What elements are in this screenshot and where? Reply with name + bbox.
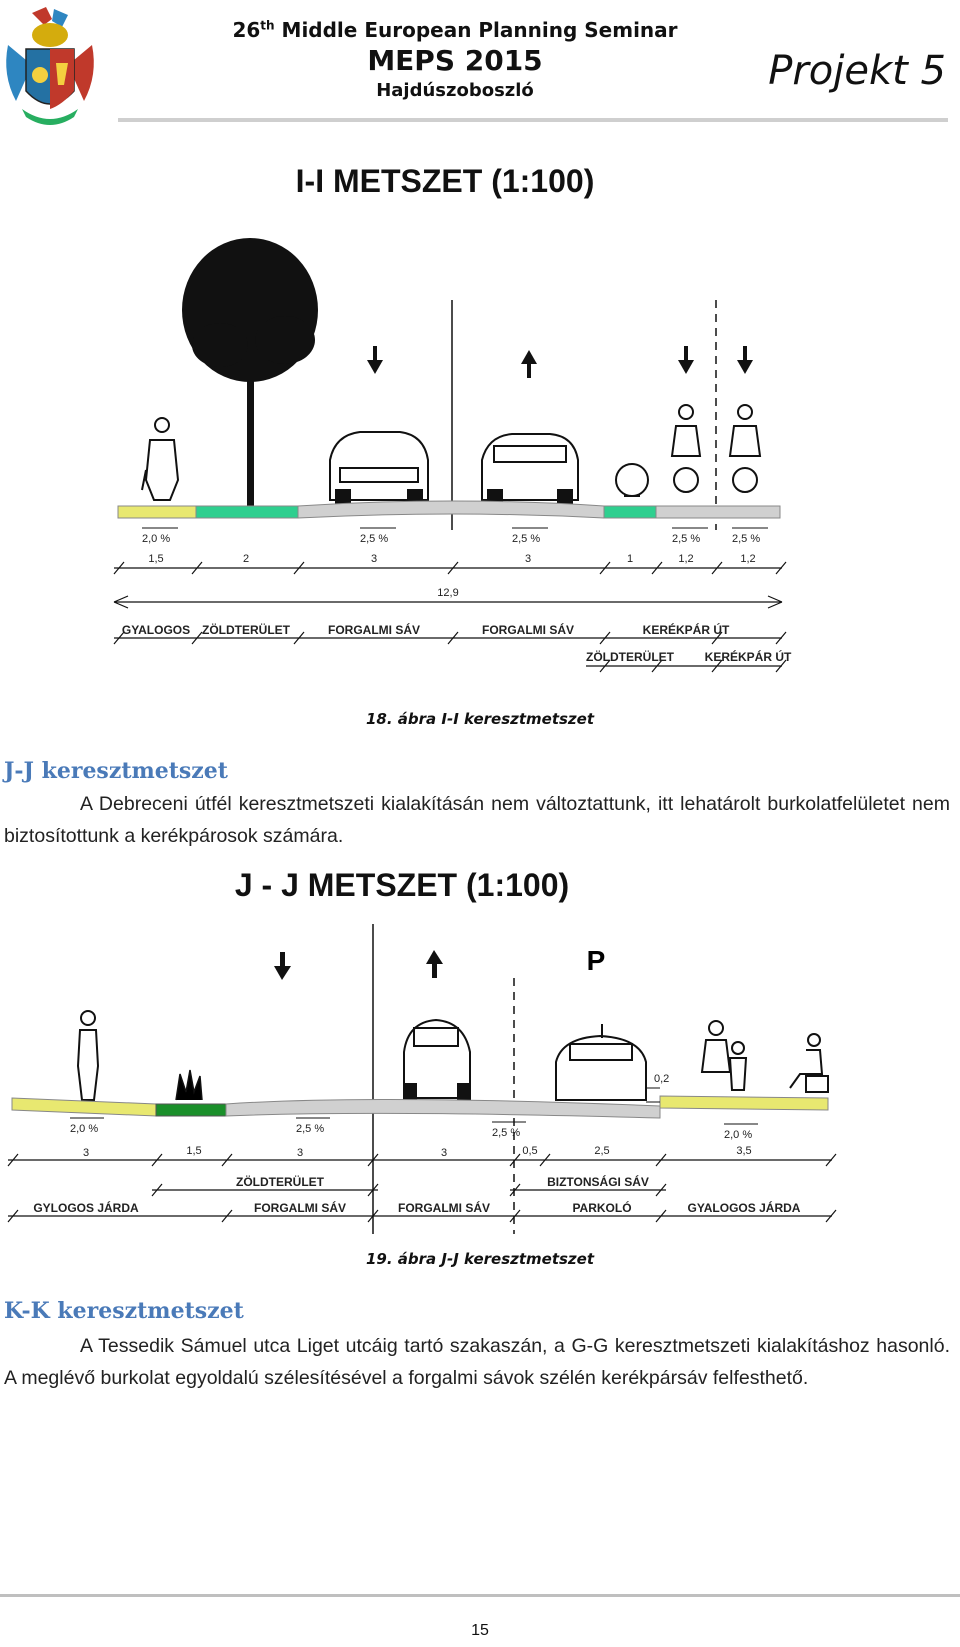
lane-label: FORGALMI SÁV — [482, 622, 574, 637]
width-label: 3 — [83, 1147, 89, 1159]
lane-label: ZÖLDTERÜLET — [202, 622, 291, 637]
people-icon — [700, 1020, 748, 1091]
width-label: 3 — [297, 1147, 303, 1159]
width-label: 0,5 — [522, 1145, 537, 1157]
arrow-up-icon — [521, 350, 537, 378]
width-label: 2 — [243, 553, 249, 565]
car-rear-icon — [481, 433, 579, 505]
arrow-down-icon — [678, 346, 694, 374]
shrub-icon — [615, 463, 649, 497]
width-label: 1 — [627, 553, 633, 565]
tree-icon — [182, 238, 318, 508]
slope-label: 2,5 % — [672, 533, 700, 545]
slope-label: 2,5 % — [512, 533, 540, 545]
car-front-icon — [329, 431, 429, 505]
coat-of-arms-logo — [2, 5, 98, 129]
seminar-title: 26th Middle European Planning Seminar — [232, 18, 678, 42]
sidewalk-strip — [659, 1095, 829, 1111]
width-label: 3 — [525, 553, 531, 565]
lane-label: GYALOGOS — [122, 623, 190, 637]
arrow-up-icon — [426, 950, 443, 978]
page-number: 15 — [471, 1622, 489, 1639]
green-strip — [603, 505, 657, 519]
roadway-strip — [225, 1098, 661, 1119]
car-rear-icon — [403, 1018, 471, 1101]
section-jj-paragraph: A Debreceni útfél keresztmetszeti kialak… — [4, 793, 950, 847]
slope-label: 2,5 % — [732, 533, 760, 545]
lane-label: PARKOLÓ — [572, 1200, 631, 1215]
figure-j-j-cross-section: J - J METSZET (1:100) P — [7, 867, 837, 1234]
width-label: 1,5 — [186, 1145, 201, 1157]
green-strip — [155, 1103, 227, 1117]
width-label: 1,2 — [740, 553, 755, 565]
curb-height: 0,2 — [654, 1073, 669, 1085]
cyclist-icon — [728, 404, 762, 493]
figure2-title: J - J METSZET (1:100) — [235, 867, 569, 903]
lane-label: FORGALMI SÁV — [328, 622, 420, 637]
lane-label: BIZTONSÁGI SÁV — [547, 1174, 649, 1189]
width-label: 1,5 — [148, 553, 163, 565]
projekt-label: Projekt 5 — [768, 48, 946, 94]
lane-label: GYALOGOS JÁRDA — [688, 1200, 801, 1215]
lane-label: KERÉKPÁR ÚT — [705, 649, 792, 664]
header-rule — [118, 118, 948, 122]
roadway-strip — [297, 500, 605, 519]
lane-label: FORGALMI SÁV — [254, 1200, 346, 1215]
pedestrian-icon — [141, 417, 180, 501]
slope-label: 2,5 % — [360, 533, 388, 545]
green-strip — [195, 505, 299, 519]
footer-rule — [0, 1594, 960, 1597]
arrow-down-icon — [737, 346, 753, 374]
shrub-icon — [175, 1069, 203, 1101]
cyclist-icon — [670, 404, 702, 493]
slope-label: 2,5 % — [296, 1123, 324, 1135]
city-name: Hajdúszoboszló — [376, 80, 534, 101]
total-width: 12,9 — [437, 587, 458, 599]
slope-label: 2,5 % — [492, 1127, 520, 1139]
section-heading-jj: J-J keresztmetszet — [4, 758, 228, 784]
arrow-down-icon — [274, 952, 291, 980]
figure2-caption: 19. ábra J-J keresztmetszet — [366, 1250, 594, 1268]
slope-label: 2,0 % — [724, 1129, 752, 1141]
slope-label: 2,0 % — [142, 533, 170, 545]
lane-label: FORGALMI SÁV — [398, 1200, 490, 1215]
width-label: 1,2 — [678, 553, 693, 565]
width-label: 3 — [441, 1147, 447, 1159]
sidewalk-strip — [11, 1097, 157, 1117]
section-kk-paragraph: A Tessedik Sámuel utca Liget utcáig tart… — [4, 1335, 950, 1389]
person-on-bench-icon — [789, 1033, 829, 1093]
figure-i-i-cross-section: I-I METSZET (1:100) — [113, 163, 792, 673]
arrow-down-icon — [367, 346, 383, 374]
lane-label: ZÖLDTERÜLET — [236, 1174, 325, 1189]
slope-label: 2,0 % — [70, 1123, 98, 1135]
lane-label: KERÉKPÁR ÚT — [643, 622, 730, 637]
lane-label: ZÖLDTERÜLET — [586, 649, 675, 664]
figure1-title: I-I METSZET (1:100) — [296, 163, 595, 199]
lane-label: GYLOGOS JÁRDA — [33, 1200, 139, 1215]
width-label: 3,5 — [736, 1145, 751, 1157]
sidewalk-strip — [117, 505, 197, 519]
figure1-caption: 18. ábra I-I keresztmetszet — [366, 710, 594, 728]
car-front-icon — [555, 1024, 647, 1101]
parking-sign: P — [587, 945, 606, 976]
bike-path-strip — [655, 505, 781, 519]
width-label: 3 — [371, 553, 377, 565]
width-label: 2,5 — [594, 1145, 609, 1157]
pedestrian-icon — [76, 1010, 100, 1101]
meps-title: MEPS 2015 — [367, 44, 543, 77]
section-heading-kk: K-K keresztmetszet — [4, 1298, 244, 1324]
